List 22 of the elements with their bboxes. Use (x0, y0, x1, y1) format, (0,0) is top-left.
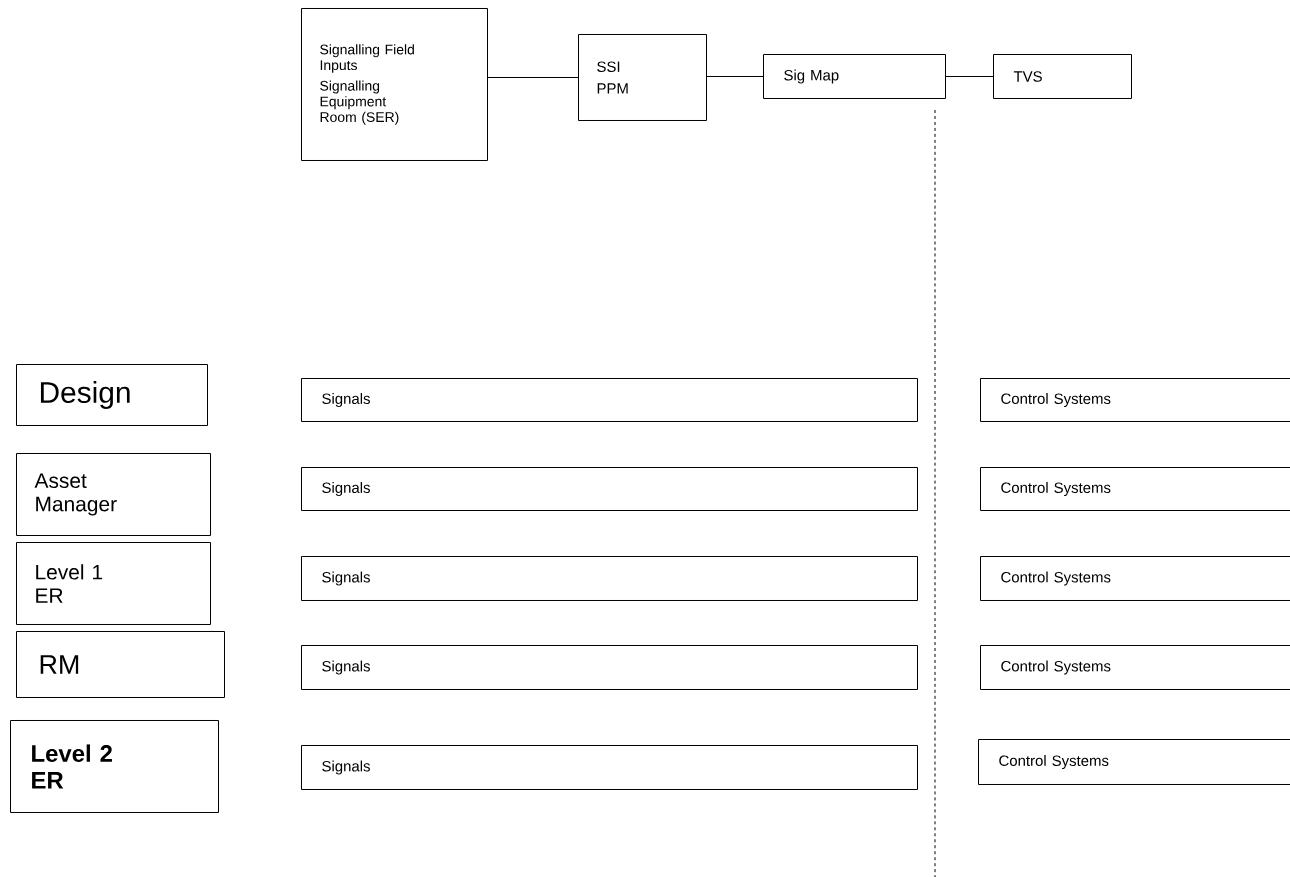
connector-line (706, 76, 764, 77)
system-box: SSI PPM (578, 34, 707, 121)
signals-box: Signals (301, 645, 918, 690)
signals-box: Signals (301, 556, 918, 601)
control-systems-box: Control Systems (978, 739, 1290, 785)
system-box: TVS (993, 54, 1132, 99)
role-box: Asset Manager (16, 453, 211, 536)
system-box: Signalling Field Inputs Signalling Equipment Room (SER) (301, 8, 488, 161)
role-box: Level 2 ER (10, 720, 219, 813)
role-box: RM (16, 631, 225, 698)
system-box: Sig Map (763, 54, 946, 99)
connector-line (487, 77, 579, 78)
control-systems-box: Control Systems (980, 556, 1290, 601)
control-systems-box: Control Systems (980, 467, 1290, 511)
role-box: Level 1 ER (16, 542, 211, 625)
signals-box: Signals (301, 467, 918, 511)
signals-box: Signals (301, 745, 918, 790)
signals-box: Signals (301, 378, 918, 422)
control-systems-box: Control Systems (980, 378, 1290, 422)
connector-line (945, 76, 994, 77)
control-systems-box: Control Systems (980, 645, 1290, 690)
role-box: Design (16, 364, 208, 426)
